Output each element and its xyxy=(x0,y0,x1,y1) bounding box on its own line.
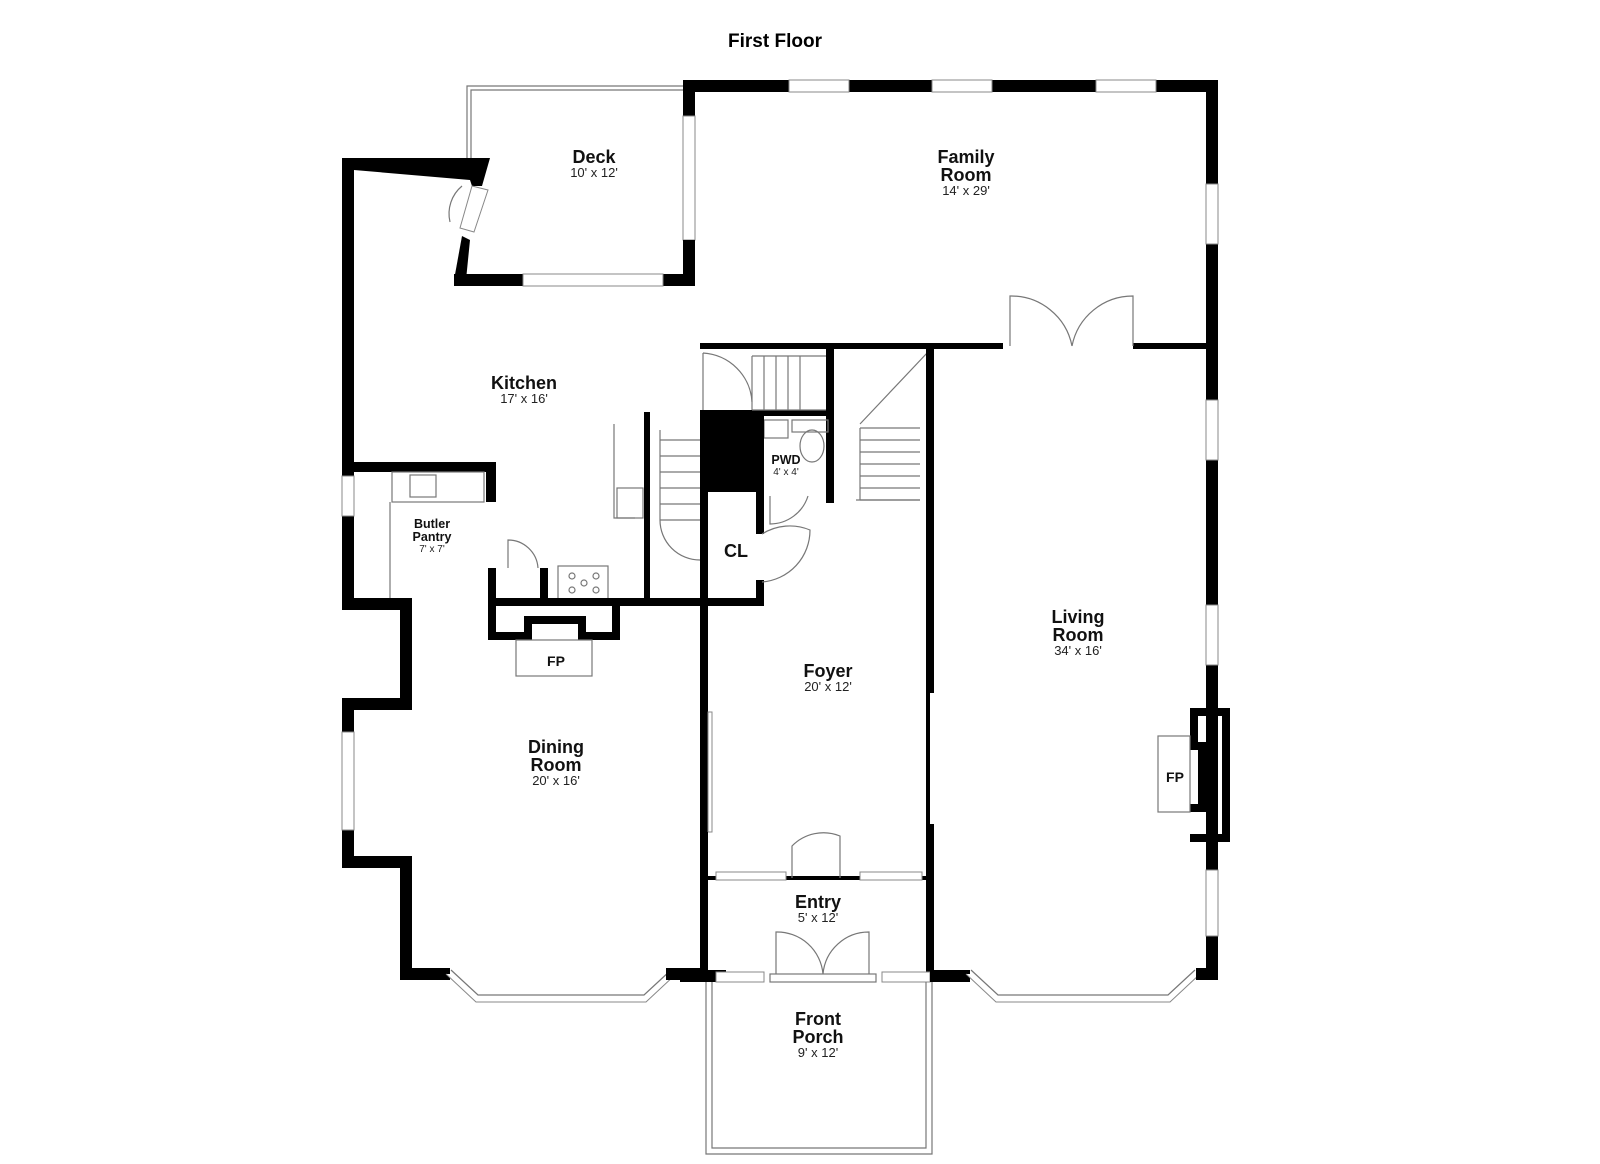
floor-title: First Floor xyxy=(728,31,822,52)
room-dining-room: Dining Room 20' x 16' xyxy=(528,737,584,788)
entry-porch xyxy=(680,931,970,1155)
dining-bay-window xyxy=(445,968,706,1003)
room-closet: CL xyxy=(724,541,748,561)
fireplace-living: FP xyxy=(1166,769,1184,785)
left-walls xyxy=(341,158,496,980)
room-foyer: Foyer 20' x 12' xyxy=(803,661,853,694)
kitchen-fixtures xyxy=(488,412,758,677)
room-pwd: PWD 4' x 4' xyxy=(771,453,801,479)
room-family-room: Family Room 14' x 29' xyxy=(937,147,995,198)
stairs-core xyxy=(659,343,934,982)
fireplace-dining: FP xyxy=(547,653,565,669)
room-kitchen: Kitchen 17' x 16' xyxy=(490,373,558,406)
room-butler-pantry: Butler Pantry 7' x 7' xyxy=(412,517,452,556)
foyer-walls xyxy=(700,684,934,982)
room-living-room: Living Room 34' x 16' xyxy=(1051,607,1105,658)
deck-outline xyxy=(466,85,683,162)
room-deck: Deck 10' x 12' xyxy=(570,147,618,180)
family-room-walls xyxy=(682,79,1219,980)
room-entry: Entry 5' x 12' xyxy=(794,892,842,925)
room-front-porch: Front Porch 9' x 12' xyxy=(792,1009,844,1060)
french-door-family-living xyxy=(1009,295,1134,347)
living-bay-fp xyxy=(965,708,1230,1003)
deck-walls xyxy=(342,158,695,470)
